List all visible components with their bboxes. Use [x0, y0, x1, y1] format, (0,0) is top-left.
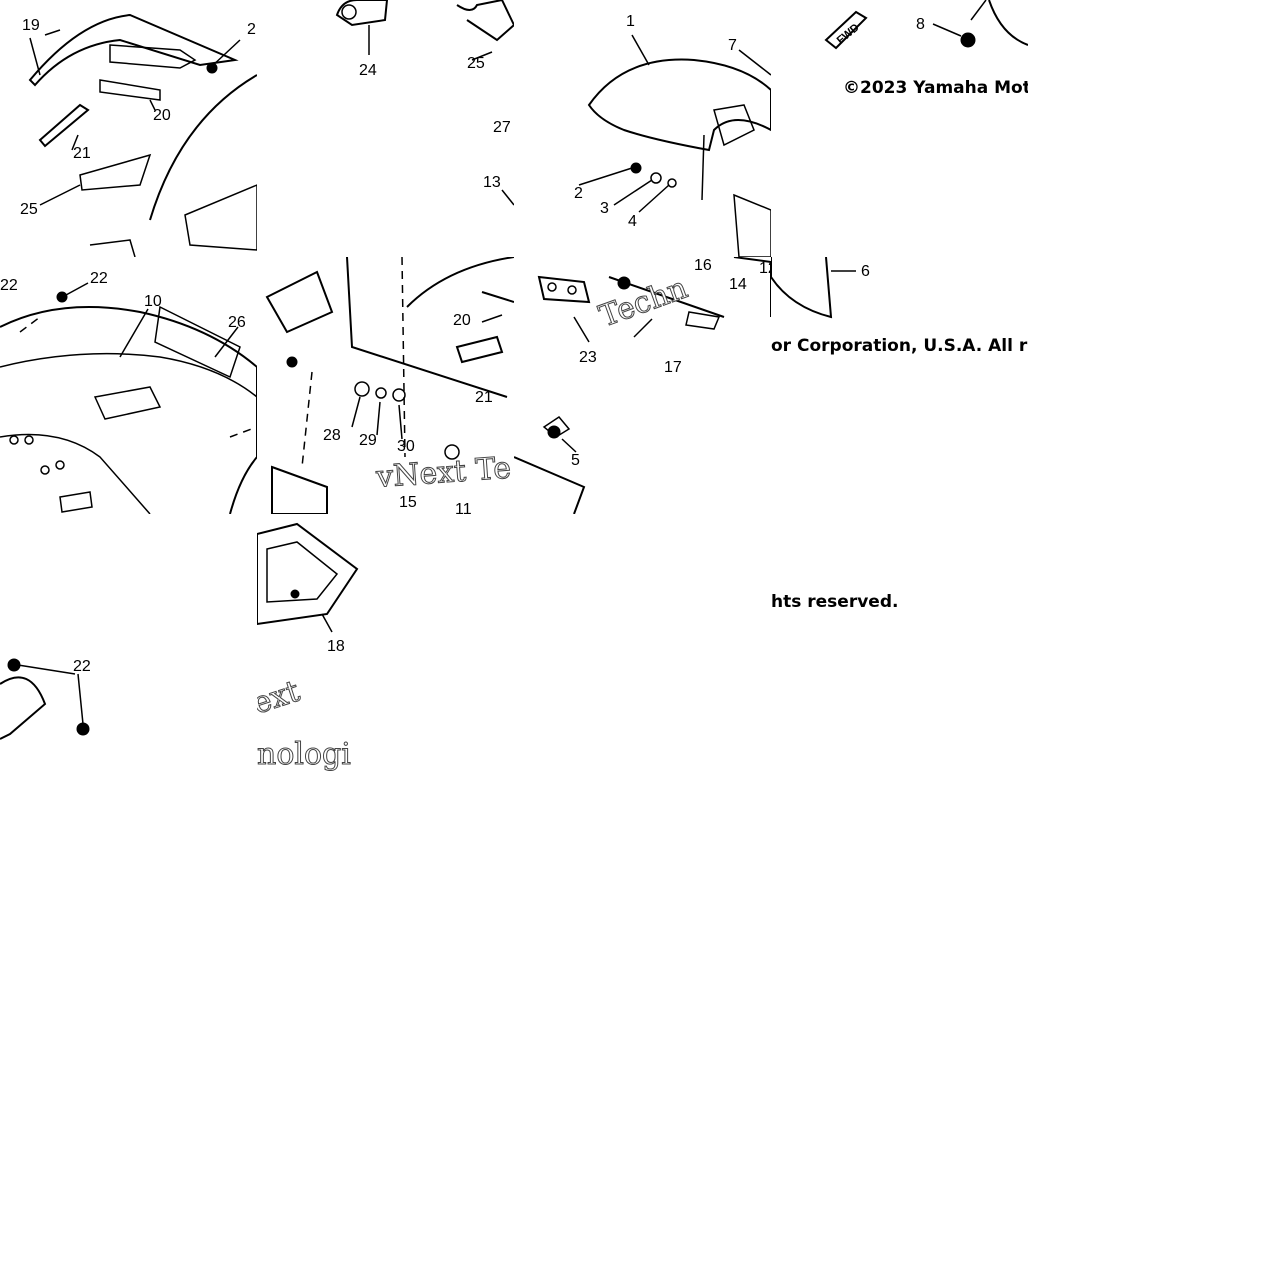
callout-4: 4 [628, 213, 637, 230]
callout-20: 20 [153, 107, 171, 124]
callout-6: 6 [861, 263, 870, 280]
copyright-text-line-2: or Corporation, U.S.A. All righ [771, 336, 1028, 356]
watermark-text: Techn [595, 271, 692, 335]
headlight-bracket-drawing: 24 25 27 13 [335, 0, 514, 206]
callout-26: 26 [228, 314, 246, 331]
diagram-tile-bottom-center: 18 ext nologi [257, 514, 514, 771]
callout-17: 17 [664, 359, 682, 376]
callout-19: 19 [22, 17, 40, 34]
watermark-text: vNext Te [374, 451, 512, 495]
callout-18: 18 [327, 638, 345, 655]
callout-3: 3 [600, 200, 609, 217]
callout-1: 1 [626, 13, 635, 30]
callout-10: 10 [144, 293, 162, 310]
callout-16: 16 [694, 257, 712, 274]
seat-cover-drawing: 22 [0, 658, 91, 740]
watermark-text: ext [257, 674, 304, 722]
rear-fender-top-drawing: 22 22 10 26 [0, 270, 257, 514]
callout-2: 2 [247, 21, 256, 38]
mudflap-drawing: 6 [771, 257, 870, 319]
callout-21: 21 [475, 389, 493, 406]
copyright-text-line-3: hts reserved. [771, 592, 899, 612]
callout-23: 23 [579, 349, 597, 366]
callout-29: 29 [359, 432, 377, 449]
callout-5: 5 [571, 452, 580, 469]
grab-bar-drawing: 18 ext nologi [257, 522, 359, 771]
callout-8: 8 [916, 16, 925, 33]
callout-28: 28 [323, 427, 341, 444]
watermark-text: nologi [257, 737, 351, 771]
rear-fender-side-drawing: vNext Te 20 28 29 30 21 15 11 [265, 257, 514, 514]
callout-2: 2 [574, 185, 583, 202]
callout-13: 13 [483, 174, 501, 191]
callout-30: 30 [397, 438, 415, 455]
callout-24: 24 [359, 62, 377, 79]
callout-12: 12 [759, 260, 771, 277]
callout-14: 14 [729, 276, 747, 293]
callout-25: 25 [20, 201, 38, 218]
diagram-tile-bottom-left: 22 [0, 514, 257, 771]
diagram-tile-middle-far-right: 6 [771, 257, 1028, 514]
callout-22: 22 [0, 277, 18, 294]
callout-27: 27 [493, 119, 511, 136]
callout-11: 11 [455, 501, 472, 514]
fwd-decal-drawing: FWD 8 [824, 0, 1028, 50]
callout-15: 15 [399, 494, 417, 511]
handlebar-cover-drawing: 19 2 20 21 25 [20, 13, 257, 257]
callout-20: 20 [453, 312, 471, 329]
mudflap-bracket-drawing: Techn 9 16 14 12 23 17 5 [514, 257, 771, 514]
callout-21: 21 [73, 145, 91, 162]
diagram-tile-middle-right: Techn 9 16 14 12 23 17 5 [514, 257, 771, 514]
callout-22: 22 [90, 270, 108, 287]
callout-22: 22 [73, 658, 91, 675]
diagram-tile-top-left: 19 2 20 21 25 [0, 0, 257, 257]
front-fender-drawing: 1 7 2 3 4 [574, 13, 771, 257]
copyright-text-line-1: ©2023 Yamaha Moto [843, 78, 1028, 98]
diagram-tile-middle-left: 22 22 10 26 [0, 257, 257, 514]
diagram-tile-top-center-right: 1 7 2 3 4 [514, 0, 771, 257]
callout-7: 7 [728, 37, 737, 54]
callout-25: 25 [467, 55, 485, 72]
diagram-tile-top-center-left: 24 25 27 13 [257, 0, 514, 257]
diagram-tile-center: vNext Te 20 28 29 30 21 15 11 [257, 257, 514, 514]
diagram-tile-top-right: FWD 8 [771, 0, 1028, 257]
